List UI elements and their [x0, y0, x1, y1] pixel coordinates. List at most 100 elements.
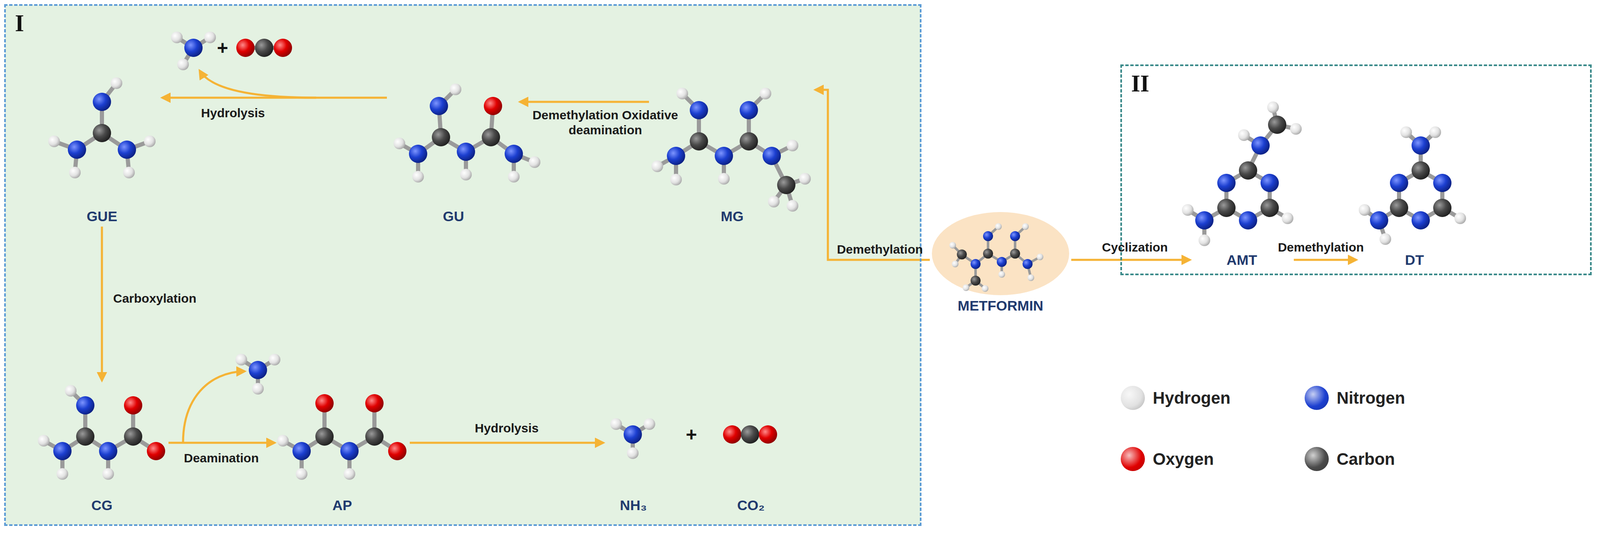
atom: [143, 135, 156, 148]
atom: [1195, 211, 1214, 230]
atom: [1290, 123, 1302, 135]
atom: [1369, 211, 1389, 230]
atom: [67, 140, 87, 159]
atom: [1238, 161, 1258, 180]
atom: [951, 260, 959, 268]
atom: [273, 38, 293, 57]
atom: [626, 447, 639, 460]
atom: [962, 284, 970, 292]
atom: [388, 442, 407, 461]
reaction-arrow: [101, 226, 104, 381]
atom: [393, 137, 406, 150]
atom: [99, 442, 118, 461]
ammonia-molecule: [170, 31, 216, 71]
branch-arrow: [199, 70, 317, 98]
atom: [689, 101, 709, 120]
atom: [184, 38, 203, 57]
atom: [1433, 173, 1452, 193]
atom: [1260, 198, 1279, 218]
compound-name: NH₃: [619, 497, 647, 514]
atom: [412, 170, 424, 183]
atom: [102, 468, 114, 481]
panel-number: II: [1131, 71, 1150, 96]
atom: [1411, 211, 1430, 230]
atom: [998, 271, 1006, 278]
atom: [758, 425, 778, 444]
carboxyguanidine-molecule: [37, 385, 166, 481]
legend-text: Nitrogen: [1336, 389, 1405, 407]
atom: [429, 96, 449, 116]
atom: [1217, 198, 1236, 218]
branch-arrow: [183, 371, 245, 444]
atom: [981, 285, 989, 293]
atom: [123, 427, 143, 446]
compound-node: NH₃: [603, 399, 664, 516]
atom: [365, 394, 384, 413]
atom: [315, 394, 334, 413]
atom: [1022, 259, 1033, 270]
compound-name: GUE: [86, 208, 118, 225]
atom: [786, 200, 799, 212]
atom: [92, 92, 112, 112]
atom: [123, 396, 143, 415]
carbon-dioxide-molecule: [236, 38, 293, 57]
atom: [255, 38, 274, 57]
atom: [1433, 198, 1452, 218]
atom: [651, 160, 664, 173]
compound-name: DT: [1404, 252, 1424, 268]
atom: [996, 257, 1007, 268]
metformin-molecule: [949, 223, 1044, 293]
atom: [718, 173, 730, 185]
atom: [610, 418, 622, 431]
atom: [623, 425, 642, 444]
reaction-arrow: [168, 442, 275, 445]
atom: [365, 427, 384, 446]
atom: [995, 223, 1002, 231]
atom: [268, 354, 281, 366]
reaction-label: Deamination: [183, 450, 259, 466]
atom: [676, 87, 689, 100]
compound-name: AP: [332, 497, 352, 514]
atom: [408, 144, 428, 164]
compound-name: AMT: [1226, 252, 1258, 268]
atom: [177, 58, 189, 71]
atom: [1260, 173, 1279, 193]
atom: [723, 425, 742, 444]
atom: [666, 146, 686, 166]
highlight-ellipse: [931, 212, 1070, 296]
reaction-arrow: [520, 101, 649, 104]
atom: [235, 354, 248, 366]
ammonia-molecule: [235, 354, 281, 395]
atom: [1251, 136, 1270, 155]
atom: [292, 442, 311, 461]
atom: [1281, 212, 1294, 225]
reaction-arrow: [815, 89, 930, 261]
atom: [983, 248, 994, 259]
atom: [92, 123, 112, 143]
atom: [767, 195, 780, 208]
atom: [64, 385, 77, 397]
atom: [1010, 231, 1021, 242]
atom: [204, 31, 216, 44]
atom: [123, 166, 135, 179]
atom: [777, 175, 796, 195]
atom: [110, 77, 123, 90]
atom: [1379, 233, 1392, 246]
atom: [460, 168, 472, 181]
reaction-arrow: [1293, 259, 1357, 262]
atom: [1411, 136, 1430, 155]
atom: [146, 442, 166, 461]
atom: [1411, 161, 1430, 180]
atom: [69, 166, 81, 179]
compound-name: CG: [91, 497, 113, 514]
panel-fill: [4, 4, 921, 526]
compound-name: MG: [720, 208, 744, 225]
atom-swatch: [1304, 447, 1329, 472]
atom: [970, 275, 981, 286]
reaction-arrow: [162, 96, 387, 100]
compound-node: METFORMIN: [929, 212, 1072, 317]
ammeline-triazine-molecule: [1181, 101, 1302, 247]
atom: [483, 96, 503, 116]
atom: [739, 132, 758, 151]
